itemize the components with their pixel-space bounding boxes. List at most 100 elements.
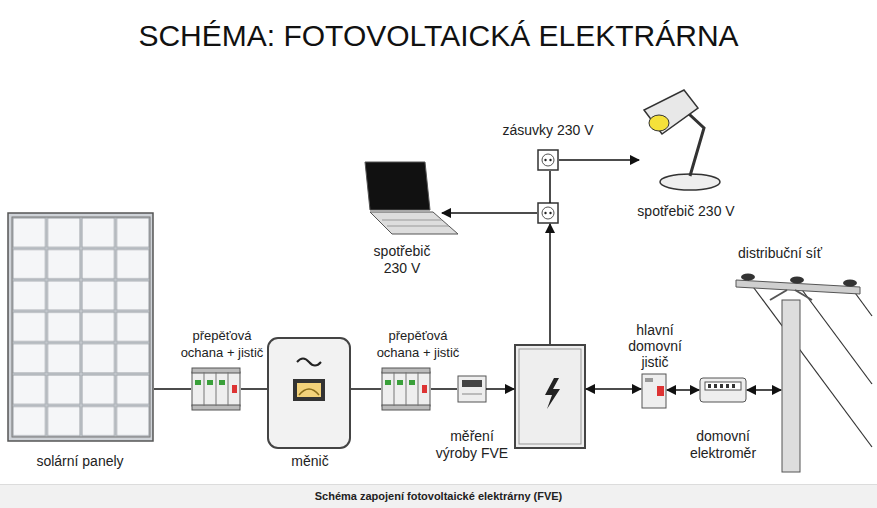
inverter-icon [293, 379, 325, 401]
socket-icon [538, 203, 558, 223]
surge-protector-icon [394, 372, 395, 406]
main-breaker-icon [642, 374, 666, 408]
wire-connector [747, 389, 781, 391]
solar-panel-icon [8, 213, 153, 441]
surge-protector-node: přepěťová ochana + jistič [382, 372, 430, 406]
component-label: měření výroby FVE [430, 428, 514, 462]
surge-protector-icon [192, 368, 240, 410]
socket-icon [542, 207, 554, 219]
socket-icon [538, 150, 558, 170]
house-meter-icon [705, 382, 741, 390]
switchboard-icon [515, 345, 585, 448]
surge-protector-icon [204, 372, 205, 406]
switchboard-icon [519, 349, 581, 444]
production-meter-node: měření výroby FVE [458, 376, 486, 402]
production-meter-icon [458, 376, 486, 402]
surge-protector-icon [409, 380, 415, 385]
laptop-icon [387, 226, 449, 227]
switchboard-icon [515, 345, 585, 448]
socket-icon [542, 154, 554, 166]
solar-panel-icon [8, 213, 153, 441]
inverter-node: měnič [268, 338, 350, 448]
lamp-icon [649, 115, 669, 131]
lamp-node: spotřebič 230 V [640, 84, 725, 192]
inverter-icon [268, 338, 350, 448]
grid-pole-icon [748, 280, 872, 447]
wiring-line [549, 171, 551, 203]
surge-protector-icon [385, 380, 391, 385]
component-label: hlavní domovní jistič [617, 322, 693, 370]
laptop-icon [382, 220, 442, 221]
main-breaker-node: hlavní domovní jistič [642, 374, 666, 408]
wiring-line [586, 388, 641, 390]
surge-protector-icon [382, 368, 430, 410]
laptop-icon [365, 162, 430, 210]
grid-pole-icon [741, 274, 755, 281]
grid-pole-icon [770, 290, 787, 300]
production-meter-icon [462, 394, 482, 395]
surge-protector-icon [422, 385, 427, 393]
socket-icon [538, 203, 558, 223]
house-meter-node: domovní elektroměr [700, 378, 746, 402]
laptop-icon [370, 212, 458, 234]
solar-panel-icon [12, 217, 150, 437]
house-meter-icon [720, 384, 723, 388]
surge-protector-icon [195, 380, 201, 385]
diagram-title: SCHÉMA: FOTOVOLTAICKÁ ELEKTRÁRNA [0, 18, 877, 54]
switchboard-icon [545, 378, 560, 409]
house-meter-icon [714, 384, 717, 388]
wire-connector [667, 389, 699, 391]
surge-protector-icon [232, 385, 237, 393]
component-label: přepěťová ochana + jistič [368, 327, 468, 361]
component-label: solární panely [36, 453, 123, 470]
house-meter-icon [708, 384, 711, 388]
wiring-line [549, 224, 551, 344]
component-label: přepěťová ochana + jistič [172, 327, 272, 361]
lamp-icon [644, 90, 720, 190]
socket-icon [549, 159, 551, 161]
surge-protector-node: přepěťová ochana + jistič [192, 372, 240, 406]
grid-pole-icon [795, 290, 812, 300]
solar-panel-node: solární panely [8, 213, 153, 441]
component-label: distribuční síť [738, 245, 822, 262]
inverter-icon [299, 389, 319, 395]
main-breaker-icon [657, 386, 664, 396]
laptop-icon [365, 162, 458, 234]
inverter-icon [297, 359, 321, 366]
surge-protector-icon [192, 372, 240, 406]
component-label: spotřebič 230 V [362, 243, 442, 277]
component-label: domovní elektroměr [681, 428, 765, 462]
house-meter-icon [700, 378, 746, 402]
house-meter-icon [732, 384, 735, 388]
laptop-node: spotřebič 230 V [362, 160, 460, 236]
surge-protector-icon [219, 380, 225, 385]
wire-connector [431, 388, 457, 390]
main-breaker-icon [642, 374, 666, 408]
wiring-line [442, 171, 641, 389]
wire-connector [351, 388, 381, 390]
wire-connector [241, 388, 267, 390]
component-label: měnič [291, 453, 328, 470]
grid-pole-icon [843, 280, 857, 287]
surge-protector-icon [406, 372, 407, 406]
grid-pole-icon [790, 277, 804, 284]
diagram-caption: Schéma zapojení fotovoltaické elektrárny… [0, 490, 877, 503]
surge-protector-icon [397, 380, 403, 385]
lamp-icon [660, 174, 720, 190]
main-breaker-icon [645, 378, 653, 382]
wire-connector [154, 388, 191, 390]
lamp-icon [644, 90, 698, 134]
inverter-icon [297, 383, 321, 397]
component-label: zásuvky 230 V [502, 122, 593, 139]
surge-protector-icon [207, 380, 213, 385]
inverter-icon [268, 338, 350, 448]
production-meter-icon [458, 376, 486, 402]
wiring-line [486, 388, 514, 390]
grid-node: distribuční síť [782, 300, 800, 472]
wiring-line [442, 212, 537, 214]
socket-icon [544, 159, 546, 161]
surge-protector-icon [418, 372, 419, 406]
house-meter-icon [700, 378, 746, 402]
wire-connector [559, 159, 639, 161]
